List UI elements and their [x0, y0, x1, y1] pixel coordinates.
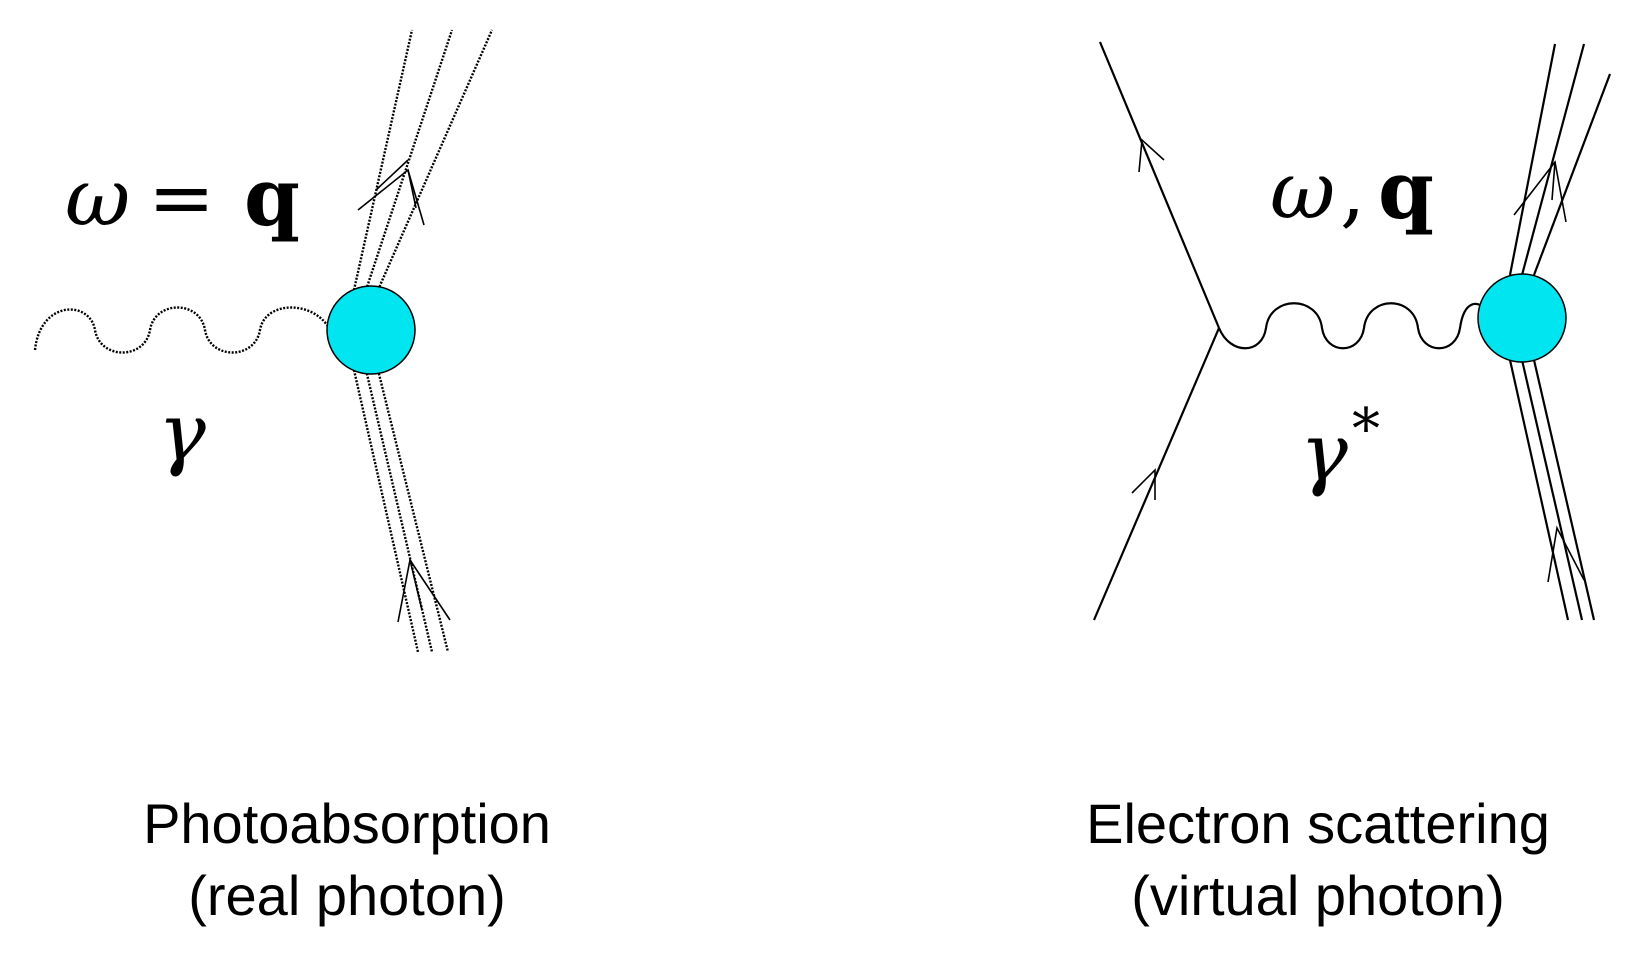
omega-symbol: ω	[65, 151, 130, 244]
photon-label: γ	[158, 386, 206, 479]
q-symbol: q	[244, 150, 300, 244]
caption-line1: Photoabsorption	[143, 792, 551, 855]
incoming-electron-line	[1092, 327, 1221, 621]
kinematics-label-right: ω , q	[1270, 143, 1434, 237]
virtual-photon-wavy-line	[1217, 302, 1487, 350]
comma-symbol: ,	[1340, 144, 1365, 237]
equals-symbol: =	[148, 151, 215, 244]
outgoing-hadron-lines-right	[1508, 43, 1612, 276]
outgoing-electron-arrow-icon	[1138, 138, 1165, 173]
kinematics-label: ω = q	[65, 150, 300, 244]
photon-wavy-line	[33, 306, 332, 354]
outgoing-hadron-arrow-icons	[1513, 160, 1567, 223]
vertex-blob-icon	[326, 285, 416, 375]
caption-line2-right: (virtual photon)	[1131, 864, 1505, 927]
vertex-blob-icon-right	[1477, 273, 1567, 363]
photoabsorption-diagram: ω = q γ Photoabsorption (real photon)	[33, 29, 551, 927]
caption-line1-right: Electron scattering	[1086, 792, 1550, 855]
caption-line2: (real photon)	[188, 864, 506, 927]
virtual-photon-superscript: *	[1352, 397, 1380, 462]
outgoing-electron-line	[1098, 41, 1221, 329]
incoming-hadron-lines	[352, 369, 450, 653]
omega-symbol-right: ω	[1270, 144, 1335, 237]
incoming-hadron-arrow-icons	[1547, 525, 1585, 583]
outgoing-hadron-lines	[352, 29, 494, 291]
electron-scattering-diagram: ω , q γ * Electron scattering (virtual p…	[1086, 41, 1612, 927]
incoming-arrow-icons	[397, 557, 451, 623]
outgoing-arrow-icons	[357, 159, 425, 226]
incoming-hadron-lines-right	[1508, 359, 1596, 621]
q-symbol-right: q	[1378, 143, 1434, 237]
incoming-electron-arrow-icon	[1131, 468, 1156, 500]
virtual-photon-label: γ	[1300, 406, 1348, 499]
